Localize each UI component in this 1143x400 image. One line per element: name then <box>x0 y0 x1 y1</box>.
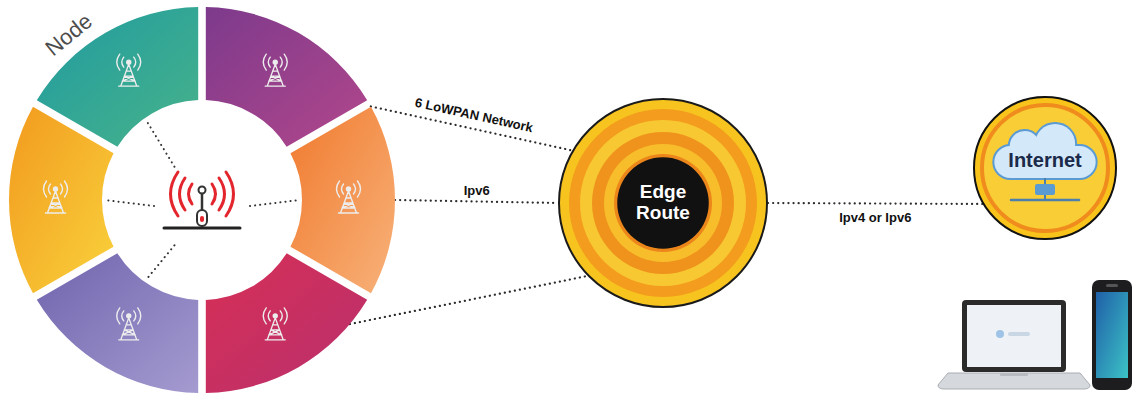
tower-mast <box>119 64 139 86</box>
link-label: Ipv4 or Ipv6 <box>837 210 913 225</box>
inner-spoke <box>250 200 299 206</box>
antenna-tip <box>199 187 206 194</box>
tower-mast <box>46 191 66 213</box>
phone-speaker <box>1106 284 1118 287</box>
node-ring: Node <box>9 7 395 393</box>
phone-body <box>1092 280 1132 390</box>
link-label: Ipv6 <box>462 182 492 197</box>
edge-router-circle: Edge Route <box>558 98 768 308</box>
laptop-logo <box>996 330 1004 338</box>
server-icon <box>1011 178 1079 200</box>
cloud-part <box>994 146 1095 178</box>
laptop-logo-bar <box>1008 332 1030 336</box>
dotted-link <box>350 276 588 324</box>
tower-top <box>54 187 58 191</box>
laptop-screen <box>967 305 1061 367</box>
radio-waves <box>44 181 68 197</box>
inner-spoke <box>105 200 154 206</box>
phone-screen <box>1096 292 1128 378</box>
internet-inner-ring <box>982 105 1108 231</box>
ring-segment <box>206 253 367 393</box>
tower-top <box>347 187 351 191</box>
cloud-part <box>994 146 1095 178</box>
router-ring <box>559 99 767 307</box>
tower-icon <box>263 54 287 86</box>
router-ring <box>614 154 712 252</box>
tower-mast <box>119 318 139 340</box>
internet-disc <box>974 97 1116 239</box>
tower-top <box>127 60 131 64</box>
router-ring <box>569 109 757 297</box>
router-ring <box>592 132 734 274</box>
tower-icon <box>263 308 287 340</box>
tower-icon <box>117 54 141 86</box>
cloud-icon <box>994 124 1095 178</box>
dotted-link <box>395 200 558 203</box>
antenna-body <box>197 210 207 226</box>
radio-waves <box>117 308 141 324</box>
antenna-base <box>164 227 240 230</box>
inner-spoke <box>146 245 174 279</box>
router-core <box>617 157 709 249</box>
phone-icon <box>1092 280 1132 390</box>
network-bar <box>1011 199 1079 202</box>
ring-figure <box>9 7 395 393</box>
server-box <box>1035 184 1055 195</box>
antenna-icon <box>164 172 240 228</box>
tower-top <box>273 60 277 64</box>
dotted-link <box>768 203 983 204</box>
router-label: Edge Route <box>628 182 698 224</box>
tower-top <box>127 314 131 318</box>
tower-top <box>273 314 277 318</box>
internet-label: Internet <box>1008 149 1081 171</box>
tower-mast <box>265 318 285 340</box>
inner-spoke <box>146 121 174 167</box>
radio-waves <box>263 54 287 70</box>
antenna-mast <box>201 193 204 211</box>
tower-mast <box>339 191 359 213</box>
antenna-light <box>200 216 204 222</box>
tower-icon <box>44 181 68 213</box>
ring-segment <box>37 7 198 147</box>
laptop-icon <box>938 300 1090 389</box>
router-ring <box>604 144 722 262</box>
laptop-base <box>938 373 1090 389</box>
internet-circle: Internet <box>973 96 1117 240</box>
radio-waves <box>263 308 287 324</box>
laptop-notch <box>1000 373 1028 376</box>
radio-waves <box>117 54 141 70</box>
tower-icon <box>337 181 361 213</box>
laptop-frame <box>962 300 1066 372</box>
tower-mast <box>265 64 285 86</box>
router-ring <box>580 120 746 286</box>
radio-waves <box>337 181 361 197</box>
tower-icon <box>117 308 141 340</box>
